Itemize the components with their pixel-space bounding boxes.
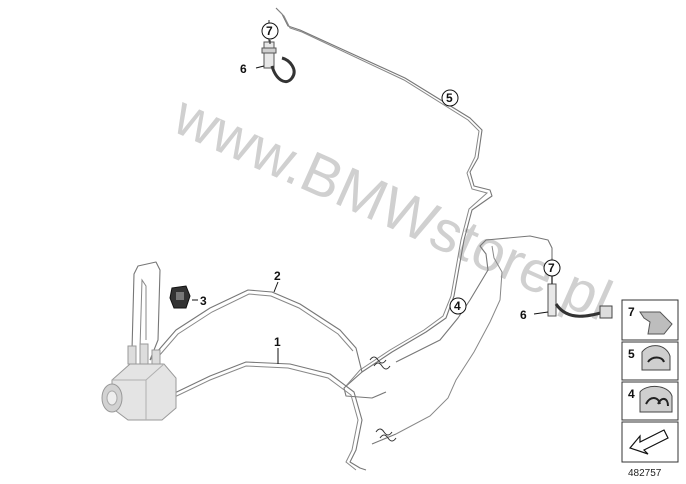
callout-2: 2 xyxy=(274,269,281,283)
callout-5: 5 xyxy=(446,91,453,105)
callout-4-circle xyxy=(449,297,467,315)
brake-line-2 xyxy=(149,289,363,373)
callout-4: 4 xyxy=(454,299,461,313)
brake-line-2-inner xyxy=(151,293,354,365)
right-hose-end xyxy=(599,305,613,319)
legend-item-5: 5 xyxy=(621,341,679,381)
clip-part-3 xyxy=(169,285,191,309)
callout-5-circle xyxy=(441,89,459,107)
callout-1: 1 xyxy=(274,335,281,349)
callout-7-right: 7 xyxy=(548,261,555,275)
left-vertical-lines xyxy=(131,261,161,361)
leader-6b xyxy=(533,311,549,315)
callout-3: 3 xyxy=(200,294,207,308)
brake-line-1 xyxy=(159,361,367,471)
brake-line-5 xyxy=(275,7,493,399)
right-fitting xyxy=(547,283,557,317)
callout-6-top: 6 xyxy=(240,62,247,76)
brake-line-5-inner xyxy=(277,9,489,387)
legend-item-4: 4 xyxy=(621,381,679,421)
break-mark-upper xyxy=(369,356,391,370)
break-mark-lower xyxy=(375,428,397,442)
upper-brake-hose xyxy=(270,56,296,83)
upper-fitting-nut xyxy=(261,47,277,54)
upper-fitting-body xyxy=(263,41,275,69)
legend-num-4: 4 xyxy=(628,387,635,401)
legend-item-direction xyxy=(621,421,679,463)
hydraulic-unit xyxy=(101,343,177,421)
brake-line-4 xyxy=(395,235,553,363)
callout-7-top: 7 xyxy=(266,24,273,38)
callout-7-top-circle xyxy=(261,22,279,40)
brake-line-1-inner xyxy=(159,365,359,471)
callout-7-right-circle xyxy=(543,259,561,277)
leader-6a xyxy=(255,65,265,69)
brake-line-4-b xyxy=(395,245,503,435)
callout-6-right: 6 xyxy=(520,308,527,322)
left-vertical-lines-b xyxy=(139,278,147,349)
legend-item-7: 7 xyxy=(621,299,679,341)
legend-num-7: 7 xyxy=(628,305,635,319)
diagram-id: 482757 xyxy=(628,468,662,479)
direction-arrow-icon xyxy=(628,429,669,455)
brake-line-1-right xyxy=(371,433,397,445)
leader-2 xyxy=(273,281,279,293)
legend-num-5: 5 xyxy=(628,347,635,361)
